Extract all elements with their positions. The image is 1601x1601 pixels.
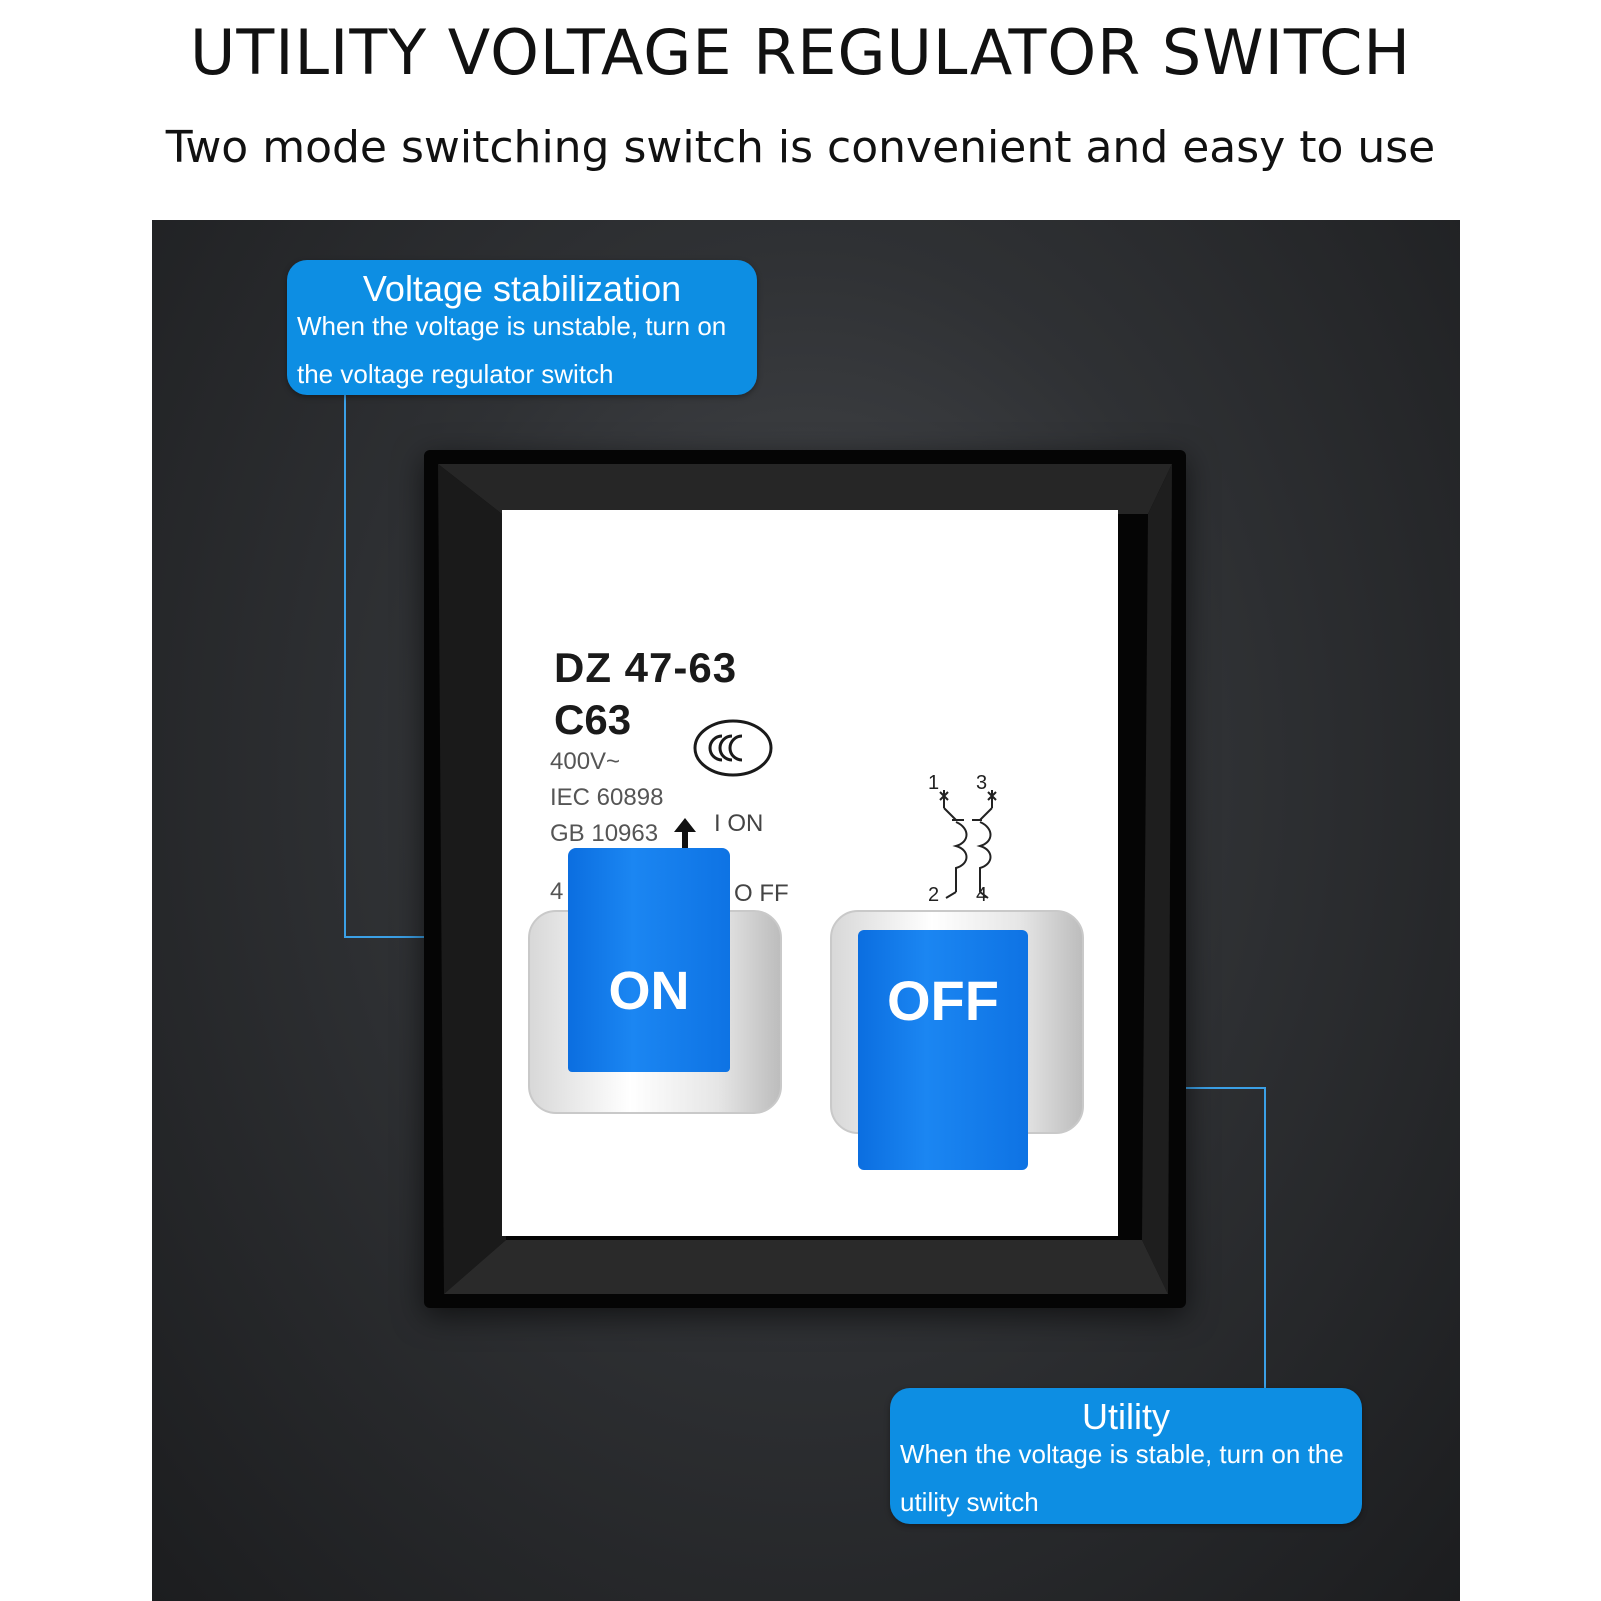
breaker-standard-gb: GB 10963 — [550, 820, 659, 847]
product-panel: DZ 47-63 C63 400V~ IEC 60898 GB 10963 4 … — [152, 220, 1460, 1601]
terminal-3-label: 3 — [976, 772, 988, 794]
utility-toggle[interactable]: OFF — [858, 930, 1028, 1170]
toggle-on-label: ON — [608, 961, 690, 1021]
voltage-stabilization-callout: Voltage stabilization When the voltage i… — [287, 260, 757, 395]
breaker-voltage: 400V~ — [550, 748, 621, 775]
breaker-partial-code: 4 — [550, 878, 564, 905]
frame-bevel — [438, 464, 1172, 1294]
toggle-off-label: OFF — [887, 969, 999, 1032]
position-off-label: O FF — [734, 880, 789, 907]
page-title: UTILITY VOLTAGE REGULATOR SWITCH — [189, 16, 1412, 89]
terminal-2-label: 2 — [928, 884, 940, 906]
circuit-schematic-icon — [939, 790, 997, 899]
circuit-breaker: DZ 47-63 C63 400V~ IEC 60898 GB 10963 4 … — [502, 510, 1118, 1236]
callout-body: When the voltage is stable, turn on the … — [900, 1439, 1344, 1517]
callout-body: When the voltage is unstable, turn on th… — [297, 311, 727, 389]
callout-title: Voltage stabilization — [362, 268, 682, 309]
utility-callout: Utility When the voltage is stable, turn… — [890, 1388, 1362, 1524]
terminal-4-label: 4 — [976, 884, 988, 906]
voltage-regulator-toggle[interactable]: ON — [568, 848, 730, 1072]
breaker-standard-iec: IEC 60898 — [550, 784, 664, 811]
breaker-model: DZ 47-63 — [554, 644, 738, 691]
terminal-1-label: 1 — [928, 772, 940, 794]
arrow-up-icon — [674, 818, 696, 852]
ccc-mark-icon — [693, 719, 773, 777]
callout-title: Utility — [1082, 1396, 1170, 1437]
position-on-label: I ON — [714, 810, 764, 837]
breaker-rating: C63 — [554, 696, 632, 743]
page-subtitle: Two mode switching switch is convenient … — [165, 122, 1436, 173]
